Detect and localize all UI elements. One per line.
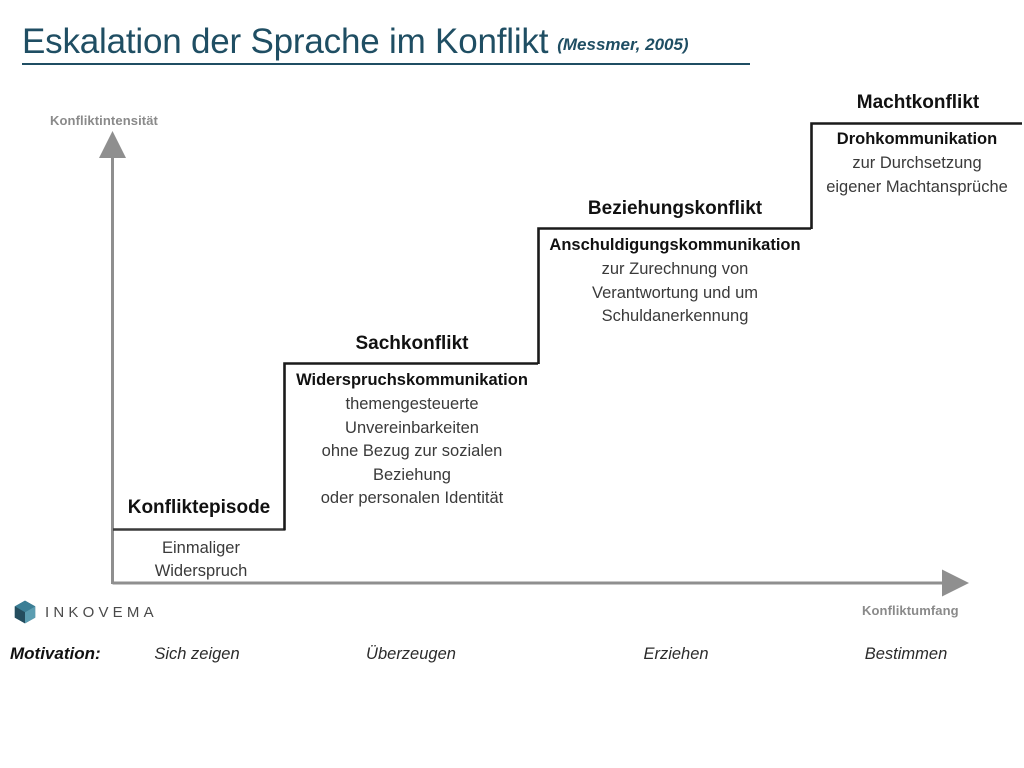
step-2-line-5: oder personalen Identität <box>320 489 504 508</box>
step-4-body: Drohkommunikation zur Durchsetzung eigen… <box>810 128 1024 199</box>
step-2-line-2: Unvereinbarkeiten <box>345 418 479 437</box>
step-3-line-2: Verantwortung und um <box>591 283 759 302</box>
step-2-line-1: themengesteuerte <box>345 395 479 414</box>
step-2-line-4: Beziehung <box>373 465 451 484</box>
step-1-line-1: Einmaliger <box>162 539 240 557</box>
motivation-item-2: Überzeugen <box>366 645 456 663</box>
step-2-line-3: ohne Bezug zur sozialen <box>321 442 503 461</box>
title-main-text: Eskalation der Sprache im Konflikt <box>22 22 549 61</box>
brand-name: INKOVEMA <box>45 603 158 621</box>
step-4-riser-tread <box>810 122 1022 229</box>
motivation-item-4: Bestimmen <box>864 645 948 663</box>
title-citation: (Messmer, 2005) <box>557 35 689 54</box>
hexagon-cube-icon <box>14 600 36 624</box>
brand-logo: INKOVEMA <box>14 600 158 624</box>
step-3-subtitle: Anschuldigungskommunikation <box>549 236 801 254</box>
step-2-heading: Sachkonflikt <box>355 333 469 354</box>
step-4-line-1: zur Durchsetzung <box>852 154 982 173</box>
x-axis-label: Konfliktumfang <box>862 603 959 618</box>
step-1-heading: Konfliktepisode <box>127 497 271 518</box>
motivation-item-3: Erziehen <box>643 645 709 663</box>
step-4-line-2: eigener Machtansprüche <box>826 177 1008 196</box>
step-1-line-2: Widerspruch <box>154 562 248 581</box>
step-1-body: Einmaliger Widerspruch <box>113 537 289 584</box>
step-3-line-1: zur Zurechnung von <box>601 260 749 279</box>
step-2-riser-tread <box>283 362 538 530</box>
title-underline <box>22 63 750 65</box>
step-4-heading: Machtkonflikt <box>856 92 980 113</box>
step-3-riser-tread <box>537 227 811 364</box>
step-3-line-3: Schuldanerkennung <box>601 307 749 326</box>
motivation-label: Motivation: <box>10 644 101 663</box>
step-3-body: Anschuldigungskommunikation zur Zurechnu… <box>535 234 815 329</box>
y-axis-label: Konfliktintensität <box>50 113 158 128</box>
motivation-row: Motivation: Sich zeigen Überzeugen Erzie… <box>0 644 1024 674</box>
step-4-subtitle: Drohkommunikation <box>836 130 998 148</box>
step-3-heading: Beziehungskonflikt <box>587 198 763 219</box>
step-2-body: Widerspruchskommunikation themengesteuer… <box>282 369 542 511</box>
motivation-item-1: Sich zeigen <box>154 645 240 663</box>
step-2-subtitle: Widerspruchskommunikation <box>296 371 528 389</box>
page-title: Eskalation der Sprache im Konflikt (Messm… <box>22 22 689 62</box>
